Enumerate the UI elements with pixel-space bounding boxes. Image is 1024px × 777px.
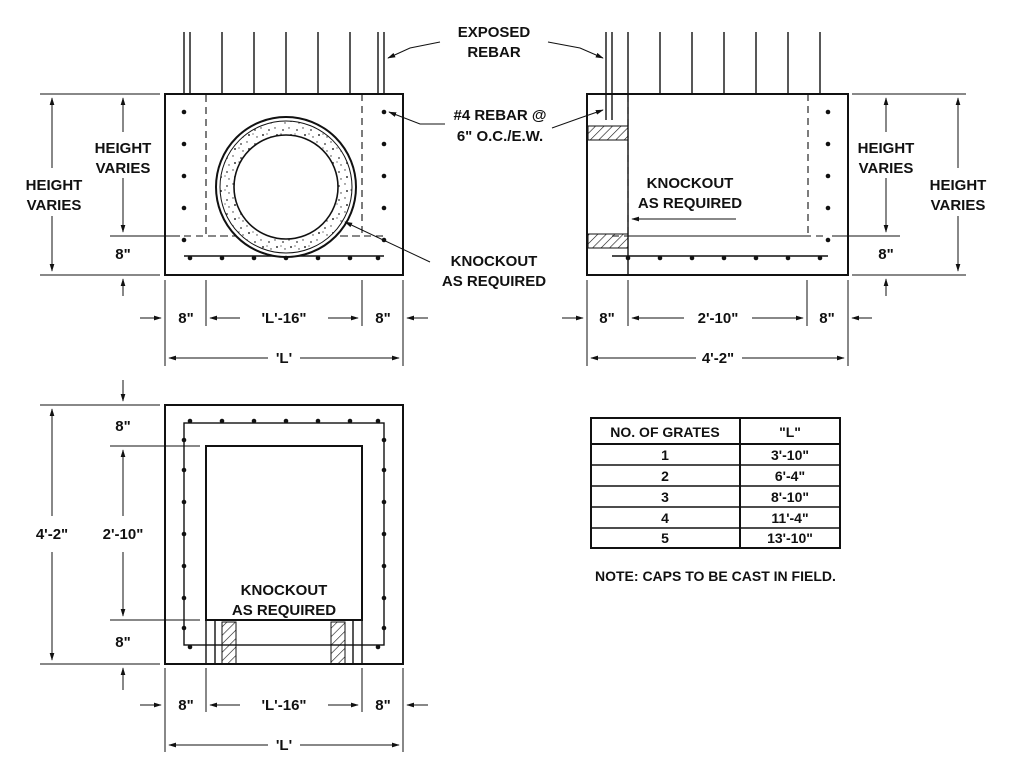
exposed-rebar-lines bbox=[183, 32, 385, 94]
dim-4-2-side: 4'-2" bbox=[702, 350, 734, 367]
side-inner-dashed bbox=[627, 93, 809, 237]
dim-8-plan-bottom: 8" bbox=[115, 634, 130, 651]
knockout-label-side-2: AS REQUIRED bbox=[638, 195, 742, 212]
rebar-dots-side bbox=[625, 109, 831, 261]
dim-l-plan: 'L' bbox=[276, 737, 292, 754]
height-varies-side-outer-1: HEIGHT bbox=[930, 177, 987, 194]
exposed-rebar-label-1: EXPOSED bbox=[458, 24, 531, 41]
dim-l-minus-16-front: 'L'-16" bbox=[261, 310, 306, 327]
table-cell: 8'-10" bbox=[771, 489, 809, 505]
exposed-rebar-callout: EXPOSED REBAR bbox=[387, 24, 604, 61]
knockout-label-plan-1: KNOCKOUT bbox=[241, 582, 328, 599]
dim-2-10-plan: 2'-10" bbox=[103, 526, 144, 543]
front-elevation-view: HEIGHT VARIES HEIGHT VARIES 8" 8" 'L'-16… bbox=[26, 32, 546, 367]
table-cell: 6'-4" bbox=[775, 468, 805, 484]
dim-8-side-left: 8" bbox=[599, 310, 614, 327]
height-varies-side-outer-2: VARIES bbox=[931, 197, 986, 214]
table-cell: 1 bbox=[661, 447, 669, 463]
height-varies-side-inner-2: VARIES bbox=[859, 160, 914, 177]
dim-8-plan-right: 8" bbox=[375, 697, 390, 714]
dim-8-front-base: 8" bbox=[115, 246, 130, 263]
table-cell: 3 bbox=[661, 489, 669, 505]
height-varies-side-inner-1: HEIGHT bbox=[858, 140, 915, 157]
knockout-label-front-2: AS REQUIRED bbox=[442, 273, 546, 290]
dim-2-10-side: 2'-10" bbox=[698, 310, 739, 327]
exposed-rebar-label-2: REBAR bbox=[467, 44, 521, 61]
dim-l-minus-16-plan: 'L'-16" bbox=[261, 697, 306, 714]
knockout-label-front-1: KNOCKOUT bbox=[451, 253, 538, 270]
rebar-spec-label-2: 6" O.C./E.W. bbox=[457, 128, 543, 145]
height-varies-inner-1: HEIGHT bbox=[95, 140, 152, 157]
side-elevation-view: KNOCKOUT AS REQUIRED HEIGHT VARIES 8" HE… bbox=[562, 32, 986, 367]
exposed-rebar-lines-side bbox=[605, 32, 821, 94]
table-cell: 4 bbox=[661, 510, 669, 526]
knockout-label-side-1: KNOCKOUT bbox=[647, 175, 734, 192]
pipe-knockout bbox=[215, 116, 357, 258]
dim-4-2-plan: 4'-2" bbox=[36, 526, 68, 543]
dim-8-front-right: 8" bbox=[375, 310, 390, 327]
dim-l-front: 'L' bbox=[276, 350, 292, 367]
rebar-dots-plan bbox=[181, 418, 387, 650]
table-header-l: "L" bbox=[779, 424, 801, 440]
table-cell: 11'-4" bbox=[771, 510, 808, 526]
plan-view: KNOCKOUT AS REQUIRED 8" 2'-10" 8" 4'-2" … bbox=[36, 380, 428, 754]
knockout-label-plan-2: AS REQUIRED bbox=[232, 602, 336, 619]
table-header-grates: NO. OF GRATES bbox=[610, 424, 719, 440]
dim-8-side-right: 8" bbox=[819, 310, 834, 327]
rebar-spec-callout: #4 REBAR @ 6" O.C./E.W. bbox=[388, 107, 604, 145]
dim-8-plan-top: 8" bbox=[115, 418, 130, 435]
rebar-spec-label-1: #4 REBAR @ bbox=[454, 107, 547, 124]
plan-outline bbox=[164, 404, 404, 665]
dim-8-front-left: 8" bbox=[178, 310, 193, 327]
dim-8-side-base: 8" bbox=[878, 246, 893, 263]
table-cell: 5 bbox=[661, 530, 669, 546]
table-cell: 2 bbox=[661, 468, 669, 484]
dim-8-plan-left: 8" bbox=[178, 697, 193, 714]
grates-table: NO. OF GRATES "L" 1 3'-10" 2 6'-4" 3 8'-… bbox=[590, 417, 841, 549]
plan-knockout-opening bbox=[205, 445, 363, 621]
field-cast-note: NOTE: CAPS TO BE CAST IN FIELD. bbox=[595, 568, 836, 584]
height-varies-label-1: HEIGHT bbox=[26, 177, 83, 194]
height-varies-label-2: VARIES bbox=[27, 197, 82, 214]
rebar-dots bbox=[181, 109, 387, 261]
table-cell: 13'-10" bbox=[767, 530, 813, 546]
table-cell: 3'-10" bbox=[771, 447, 809, 463]
height-varies-inner-2: VARIES bbox=[96, 160, 151, 177]
